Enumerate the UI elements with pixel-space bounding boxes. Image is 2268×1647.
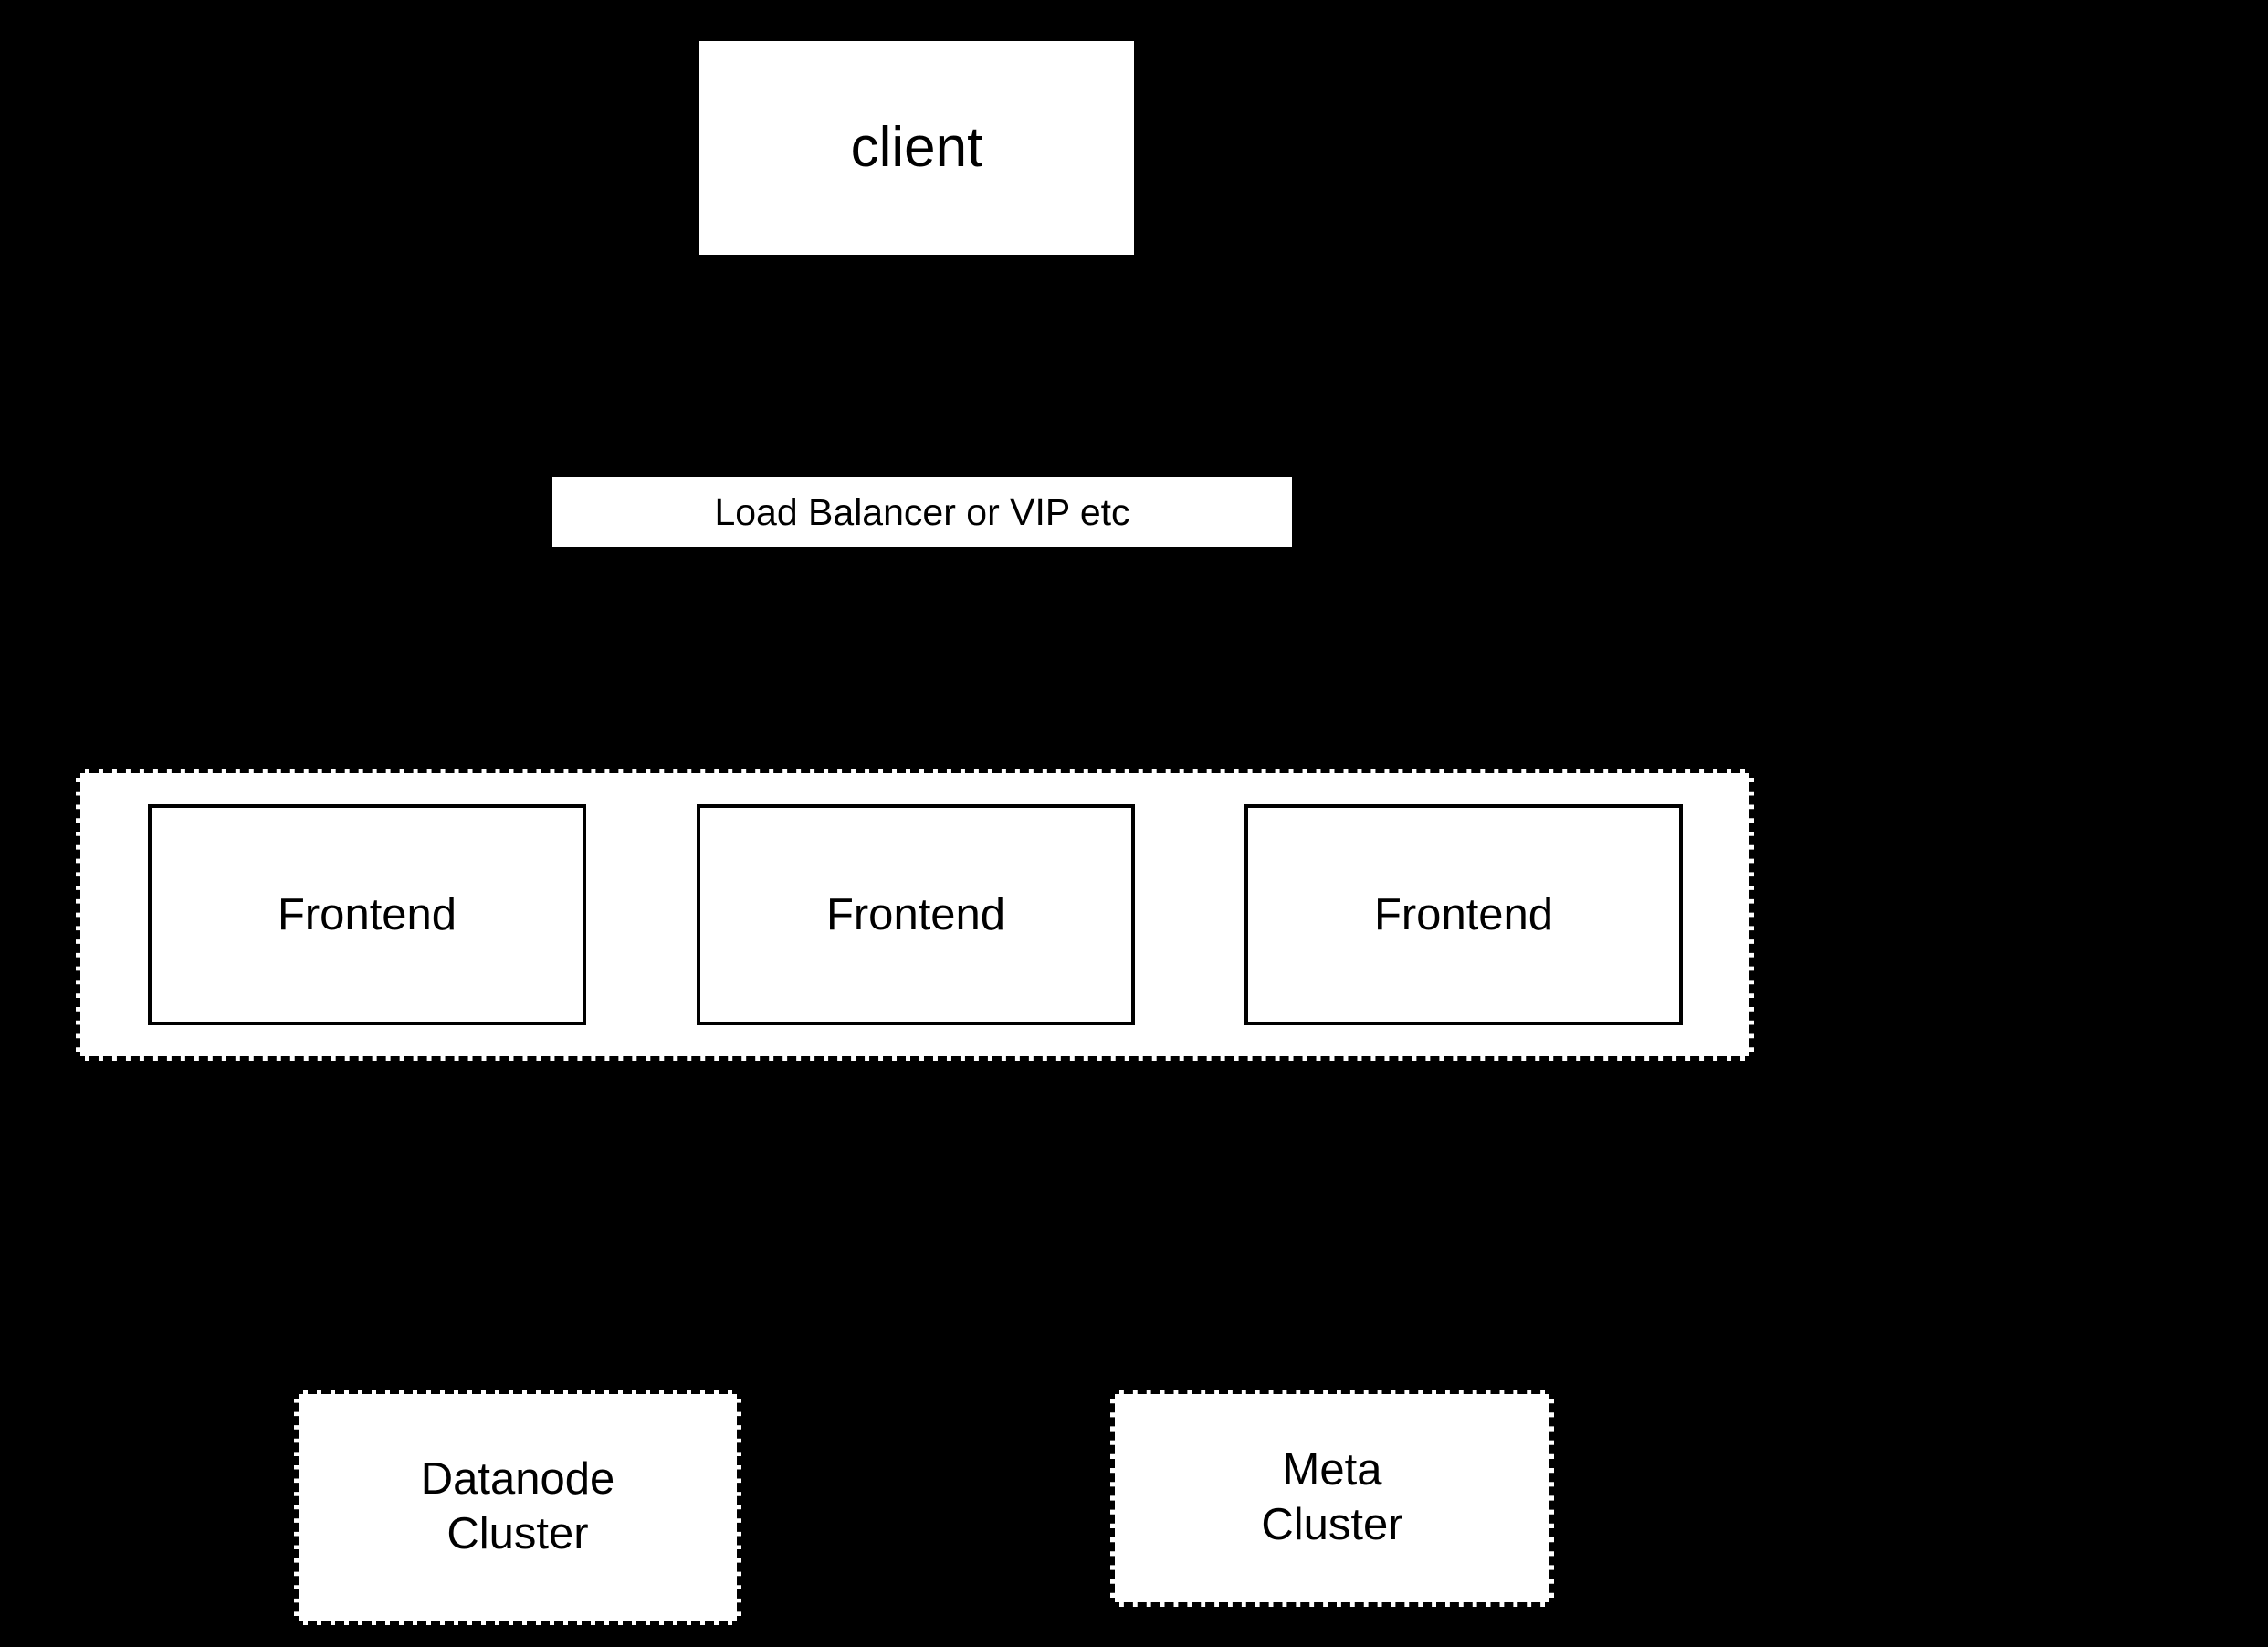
meta-cluster-node[interactable]: Meta Cluster	[1110, 1390, 1554, 1607]
frontend-node-1[interactable]: Frontend	[148, 804, 586, 1025]
frontend-node-2[interactable]: Frontend	[697, 804, 1135, 1025]
datanode-cluster-node[interactable]: Datanode Cluster	[294, 1390, 741, 1625]
load-balancer-node[interactable]: Load Balancer or VIP etc	[552, 477, 1292, 547]
frontend-node-3[interactable]: Frontend	[1244, 804, 1683, 1025]
client-node[interactable]: client	[699, 41, 1134, 255]
